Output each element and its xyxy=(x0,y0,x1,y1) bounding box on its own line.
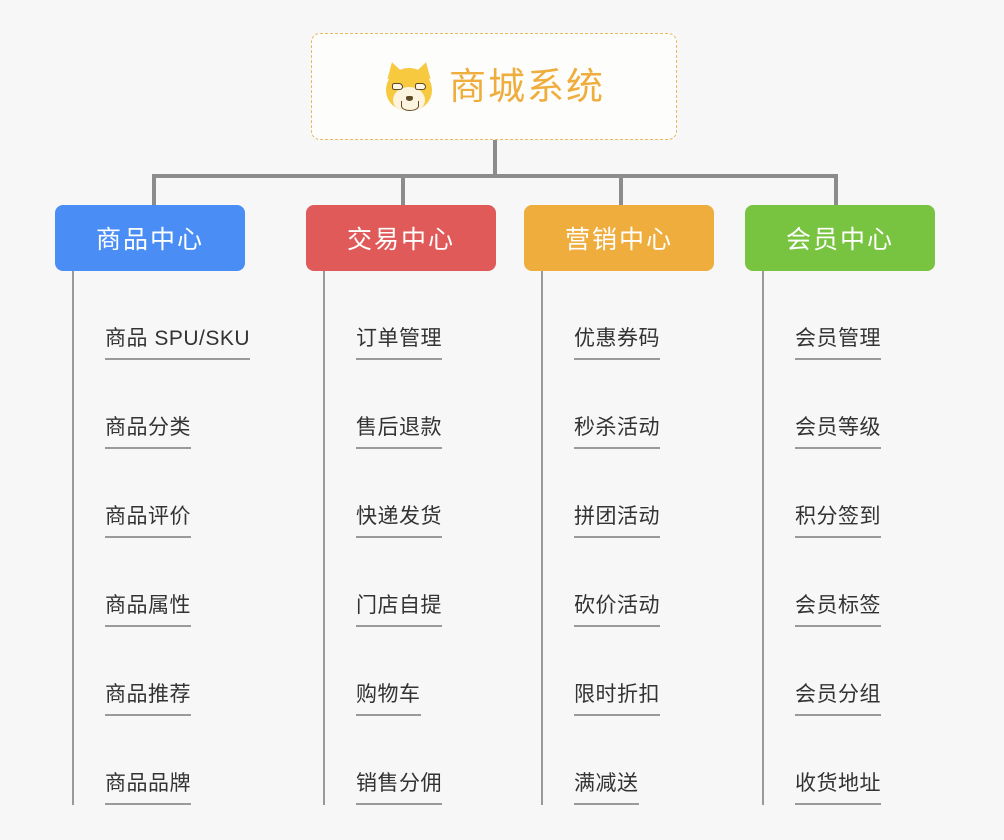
column-2: 交易中心 订单管理 售后退款 快递发货 门店自提 购物车 销售分佣 xyxy=(306,205,496,805)
list-item[interactable]: 砍价活动 xyxy=(542,538,714,627)
list-item[interactable]: 秒杀活动 xyxy=(542,360,714,449)
column-1: 商品中心 商品 SPU/SKU 商品分类 商品评价 商品属性 商品推荐 商品品牌 xyxy=(55,205,251,805)
category-box-4[interactable]: 会员中心 xyxy=(745,205,935,271)
list-item[interactable]: 拼团活动 xyxy=(542,449,714,538)
list-item-label: 拼团活动 xyxy=(574,506,660,538)
category-label-3: 营销中心 xyxy=(564,226,673,254)
list-item-label: 商品评价 xyxy=(105,506,191,538)
list-item-label: 售后退款 xyxy=(356,417,442,449)
category-box-3[interactable]: 营销中心 xyxy=(524,205,714,271)
list-item-label: 优惠券码 xyxy=(574,328,660,360)
list-item[interactable]: 购物车 xyxy=(324,627,496,716)
connector-horizontal-bus xyxy=(152,174,838,178)
list-item[interactable]: 订单管理 xyxy=(324,271,496,360)
list-item[interactable]: 商品分类 xyxy=(73,360,245,449)
connector-root-stem xyxy=(493,140,497,177)
category-label-1: 商品中心 xyxy=(95,226,204,254)
list-item[interactable]: 会员管理 xyxy=(763,271,935,360)
list-item-label: 销售分佣 xyxy=(356,773,442,805)
list-item-label: 订单管理 xyxy=(356,328,442,360)
connector-drop-3 xyxy=(619,174,623,207)
shiba-eye-right xyxy=(415,82,426,90)
shiba-eye-left xyxy=(392,82,403,90)
list-item-label: 门店自提 xyxy=(356,595,442,627)
list-item[interactable]: 限时折扣 xyxy=(542,627,714,716)
connector-drop-4 xyxy=(834,174,838,207)
list-item[interactable]: 快递发货 xyxy=(324,449,496,538)
category-label-2: 交易中心 xyxy=(346,226,455,254)
list-item-label: 商品分类 xyxy=(105,417,191,449)
item-list-2: 订单管理 售后退款 快递发货 门店自提 购物车 销售分佣 xyxy=(306,271,496,805)
list-item-label: 商品品牌 xyxy=(105,773,191,805)
item-list-3: 优惠券码 秒杀活动 拼团活动 砍价活动 限时折扣 满减送 xyxy=(524,271,714,805)
column-spine-3 xyxy=(541,271,543,805)
connector-drop-1 xyxy=(152,174,156,207)
list-item-label: 购物车 xyxy=(356,684,421,716)
list-item[interactable]: 会员分组 xyxy=(763,627,935,716)
list-item-label: 商品属性 xyxy=(105,595,191,627)
list-item-label: 限时折扣 xyxy=(574,684,660,716)
column-4: 会员中心 会员管理 会员等级 积分签到 会员标签 会员分组 收货地址 xyxy=(745,205,935,805)
list-item[interactable]: 商品推荐 xyxy=(73,627,245,716)
list-item-label: 快递发货 xyxy=(356,506,442,538)
list-item-label: 砍价活动 xyxy=(574,595,660,627)
list-item-label: 积分签到 xyxy=(795,506,881,538)
item-list-4: 会员管理 会员等级 积分签到 会员标签 会员分组 收货地址 xyxy=(745,271,935,805)
list-item[interactable]: 商品 SPU/SKU xyxy=(73,271,251,360)
list-item-label: 会员等级 xyxy=(795,417,881,449)
shiba-head xyxy=(386,67,432,111)
list-item-label: 商品推荐 xyxy=(105,684,191,716)
shiba-mouth xyxy=(401,100,419,111)
list-item[interactable]: 商品品牌 xyxy=(73,716,245,805)
item-list-1: 商品 SPU/SKU 商品分类 商品评价 商品属性 商品推荐 商品品牌 xyxy=(55,271,251,805)
list-item[interactable]: 销售分佣 xyxy=(324,716,496,805)
list-item-label: 满减送 xyxy=(574,773,639,805)
shiba-inu-dog-face-icon xyxy=(383,59,435,113)
list-item[interactable]: 优惠券码 xyxy=(542,271,714,360)
list-item[interactable]: 收货地址 xyxy=(763,716,935,805)
list-item-label: 秒杀活动 xyxy=(574,417,660,449)
list-item[interactable]: 会员等级 xyxy=(763,360,935,449)
list-item[interactable]: 商品属性 xyxy=(73,538,245,627)
category-box-1[interactable]: 商品中心 xyxy=(55,205,245,271)
list-item-label: 商品 SPU/SKU xyxy=(105,328,251,360)
list-item[interactable]: 满减送 xyxy=(542,716,714,805)
list-item[interactable]: 会员标签 xyxy=(763,538,935,627)
list-item[interactable]: 积分签到 xyxy=(763,449,935,538)
list-item[interactable]: 门店自提 xyxy=(324,538,496,627)
category-box-2[interactable]: 交易中心 xyxy=(306,205,496,271)
shiba-nose xyxy=(405,95,413,101)
column-spine-4 xyxy=(762,271,764,805)
column-spine-2 xyxy=(323,271,325,805)
list-item[interactable]: 售后退款 xyxy=(324,360,496,449)
list-item-label: 会员标签 xyxy=(795,595,881,627)
root-node[interactable]: 商城系统 xyxy=(311,33,677,140)
list-item[interactable]: 商品评价 xyxy=(73,449,245,538)
column-3: 营销中心 优惠券码 秒杀活动 拼团活动 砍价活动 限时折扣 满减送 xyxy=(524,205,714,805)
connector-drop-2 xyxy=(401,174,405,207)
list-item-label: 收货地址 xyxy=(795,773,881,805)
root-node-label: 商城系统 xyxy=(449,66,605,107)
category-label-4: 会员中心 xyxy=(785,226,894,254)
list-item-label: 会员分组 xyxy=(795,684,881,716)
list-item-label: 会员管理 xyxy=(795,328,881,360)
column-spine-1 xyxy=(72,271,74,805)
